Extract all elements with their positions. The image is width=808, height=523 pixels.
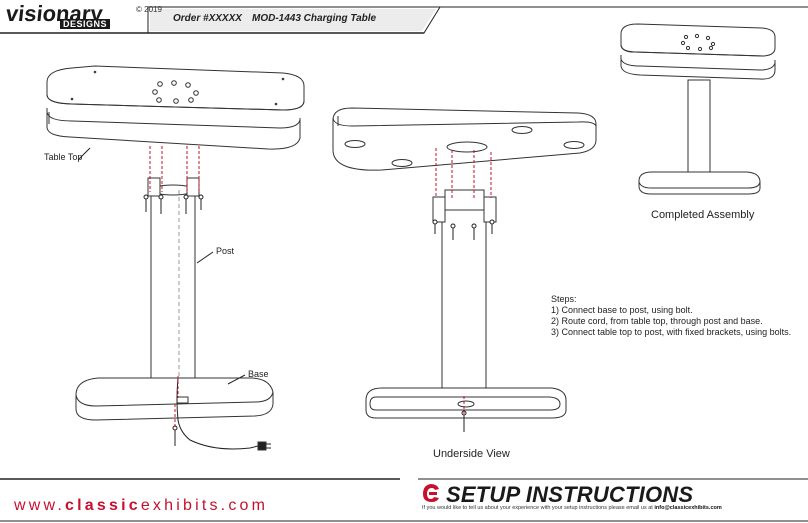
website-suffix: exhibits.com [140,497,269,514]
header-bar [0,6,808,34]
product-title: MOD-1443 Charging Table [252,13,377,24]
setup-instructions-title: SETUP INSTRUCTIONS [446,482,694,507]
label-base: Base [248,369,269,379]
label-post: Post [216,246,235,256]
caption-underside-view: Underside View [433,448,510,460]
feedback-note: If you would like to tell us about your … [422,505,722,511]
caption-completed-assembly: Completed Assembly [651,209,755,221]
feedback-email[interactable]: info@classicexhibits.com [654,505,722,511]
steps-list: Steps: 1) Connect base to post, using bo… [551,294,791,338]
footer-bar [0,478,808,522]
step-1: 1) Connect base to post, using bolt. [551,305,693,315]
step-3: 3) Connect table top to post, with fixed… [551,327,792,337]
label-table-top: Table Top [44,152,83,162]
step-2: 2) Route cord, from table top, through p… [551,316,763,326]
order-number: Order #XXXXX [173,13,242,24]
feedback-note-text: If you would like to tell us about your … [422,505,653,511]
website-link[interactable]: www.classicexhibits.com [14,497,268,515]
website-brand: classic [65,497,141,514]
brand-logo-subtitle: DESIGNS [60,19,111,29]
copyright: © 2019 [136,5,162,14]
classic-exhibits-logo-icon [423,484,439,502]
steps-heading: Steps: [551,294,577,304]
website-prefix: www. [14,497,66,514]
